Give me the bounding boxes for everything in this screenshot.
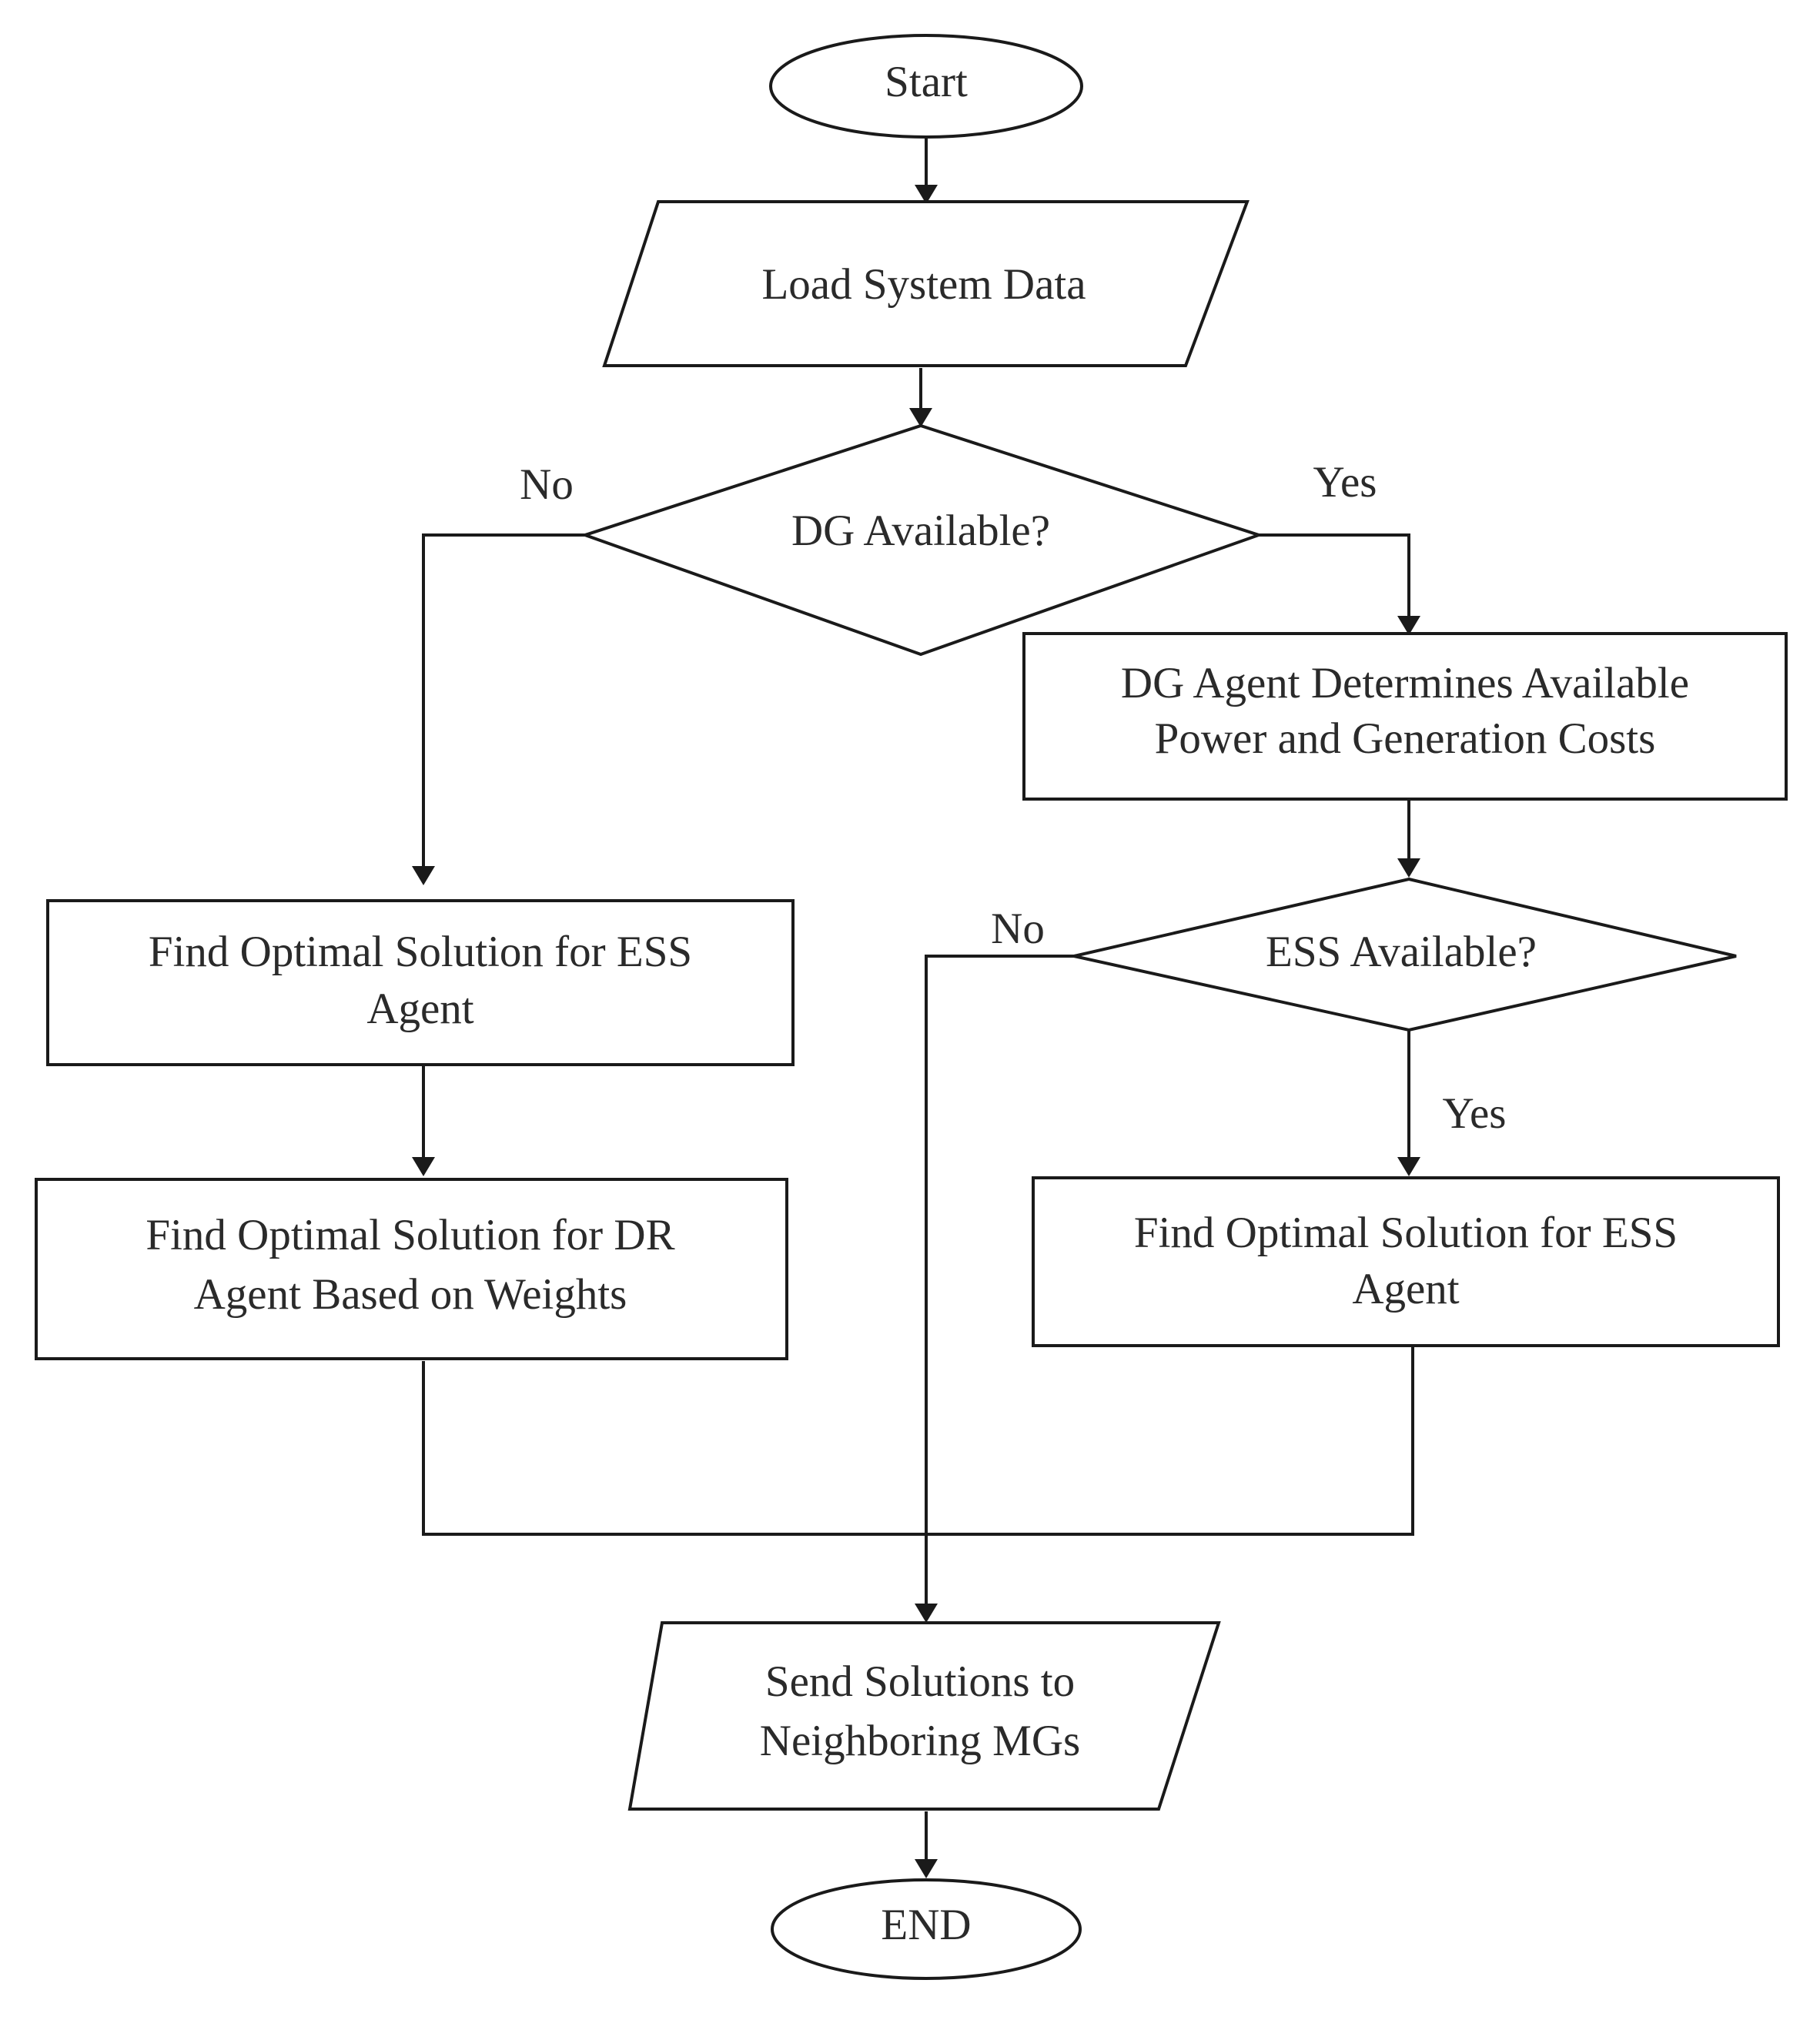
ess-available-diamond [1073, 877, 1737, 1032]
load-system-data-label: Load System Data [761, 260, 1086, 309]
connector-right-ess-merge [926, 1347, 1414, 1536]
left-ess-node: Find Optimal Solution for ESS Agent [46, 899, 795, 1066]
arrowhead-left-dr [412, 1157, 435, 1176]
arrowhead-ess-decision [1397, 858, 1420, 878]
arrowhead-left-ess [412, 866, 435, 885]
send-solutions-node: Send Solutions to Neighboring MGs [627, 1621, 1221, 1811]
start-terminator [769, 34, 1083, 139]
ess-no-label: No [991, 905, 1045, 953]
arrowhead-dg-agent [1397, 616, 1420, 635]
dg-agent-node: DG Agent Determines Available Power and … [1022, 632, 1788, 801]
left-dr-label-line1: Find Optimal Solution for DR [146, 1211, 674, 1259]
edge-labels: No Yes No Yes [520, 458, 1506, 1138]
arrowhead-dg-decision [909, 408, 932, 427]
end-terminator [771, 1878, 1082, 1980]
dg-agent-label-line1: DG Agent Determines Available [1121, 659, 1689, 707]
right-ess-label-line2: Agent [1352, 1265, 1459, 1313]
ess-yes-label: Yes [1443, 1089, 1507, 1138]
send-solutions-parallelogram [627, 1621, 1221, 1811]
arrowhead-load [915, 185, 938, 204]
load-system-data-parallelogram [602, 200, 1250, 367]
right-ess-node: Find Optimal Solution for ESS Agent [1032, 1176, 1780, 1347]
dg-agent-label-line2: Power and Generation Costs [1155, 714, 1656, 763]
dg-available-label: DG Available? [791, 507, 1050, 555]
dg-available-diamond [580, 423, 1264, 657]
connector-ess-no-branch [925, 955, 1074, 1607]
dg-no-label: No [520, 460, 574, 509]
dg-agent-box [1022, 632, 1788, 801]
ess-available-node: ESS Available? [1073, 877, 1737, 1032]
connector-dg-yes-branch [1259, 533, 1410, 620]
end-node: END [771, 1878, 1082, 1980]
left-ess-box [46, 899, 795, 1066]
load-system-data-node: Load System Data [602, 200, 1250, 367]
right-ess-label-line1: Find Optimal Solution for ESS [1134, 1209, 1678, 1257]
dg-yes-label: Yes [1313, 458, 1377, 507]
dg-available-node: DG Available? [580, 423, 1264, 657]
left-dr-label-line2: Agent Based on Weights [194, 1270, 627, 1319]
end-label: END [881, 1901, 971, 1949]
left-ess-label-line2: Agent [366, 985, 473, 1033]
send-solutions-label-line1: Send Solutions to [765, 1657, 1075, 1706]
send-solutions-label-line2: Neighboring MGs [760, 1717, 1080, 1765]
start-label: Start [885, 58, 968, 106]
arrowhead-end [915, 1859, 938, 1878]
left-dr-box [35, 1178, 788, 1360]
right-ess-box [1032, 1176, 1780, 1347]
arrowhead-right-ess [1397, 1157, 1420, 1176]
start-node: Start [769, 34, 1083, 139]
left-ess-label-line1: Find Optimal Solution for ESS [149, 928, 692, 976]
connector-dg-no-branch [422, 533, 585, 870]
left-dr-node: Find Optimal Solution for DR Agent Based… [35, 1178, 788, 1360]
arrowhead-send [915, 1604, 938, 1623]
connector-left-dr-merge [422, 1361, 926, 1536]
connectors [412, 139, 1420, 1878]
ess-available-label: ESS Available? [1266, 928, 1537, 976]
